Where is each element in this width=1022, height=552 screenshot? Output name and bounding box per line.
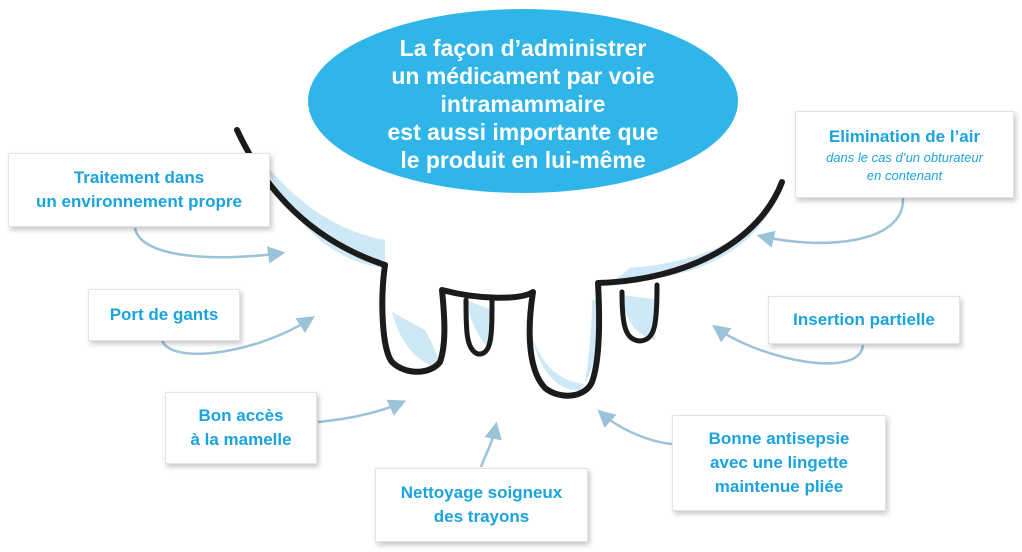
headline-line: le produit en lui-même xyxy=(400,147,646,173)
headline-line: un médicament par voie xyxy=(391,63,655,89)
card-antisepsie: Bonne antisepsie avec une lingette maint… xyxy=(672,415,886,511)
card-acces: Bon accès à la mamelle xyxy=(165,392,317,464)
card-sublabel: en contenant xyxy=(866,167,943,183)
udder-outline xyxy=(234,127,785,399)
card-label: Traitement dans xyxy=(73,168,205,187)
card-elimination: Elimination de l’air dans le cas d’un ob… xyxy=(795,111,1014,198)
card-label: Bon accès xyxy=(198,406,284,425)
headline-line: est aussi importante que xyxy=(387,119,659,145)
card-sublabel: dans le cas d’un obturateur xyxy=(826,149,983,165)
arrows xyxy=(133,197,905,468)
card-label: avec une lingette xyxy=(710,453,848,472)
card-label: Insertion partielle xyxy=(793,310,935,329)
card-label: Bonne antisepsie xyxy=(708,429,850,448)
card-gants: Port de gants xyxy=(88,289,240,341)
arrow-gants xyxy=(160,316,315,356)
card-label: des trayons xyxy=(433,507,530,526)
card-label: maintenue pliée xyxy=(714,477,844,496)
arrow-nettoyage xyxy=(479,421,502,468)
card-label: Port de gants xyxy=(109,305,219,324)
card-label: Nettoyage soigneux xyxy=(400,483,563,502)
arrow-acces xyxy=(317,399,407,424)
arrow-traitement xyxy=(133,227,286,264)
card-traitement: Traitement dans un environnement propre xyxy=(8,153,270,227)
teat-outline-inner xyxy=(463,282,660,357)
card-label: Elimination de l’air xyxy=(828,126,981,146)
card-nettoyage: Nettoyage soigneux des trayons xyxy=(375,468,588,542)
arrow-elimination xyxy=(756,197,905,248)
card-label: à la mamelle xyxy=(190,430,292,449)
headline-line: La façon d’administrer xyxy=(399,35,647,61)
card-insertion: Insertion partielle xyxy=(768,296,960,344)
headline-line: intramammaire xyxy=(440,91,606,117)
udder-shading xyxy=(262,160,782,391)
headline: La façon d’administrer un médicament par… xyxy=(308,14,738,194)
arrow-antisepsie xyxy=(597,409,673,446)
arrow-insertion xyxy=(712,324,865,365)
headline-bubble xyxy=(308,9,738,193)
card-label: un environnement propre xyxy=(36,192,242,211)
